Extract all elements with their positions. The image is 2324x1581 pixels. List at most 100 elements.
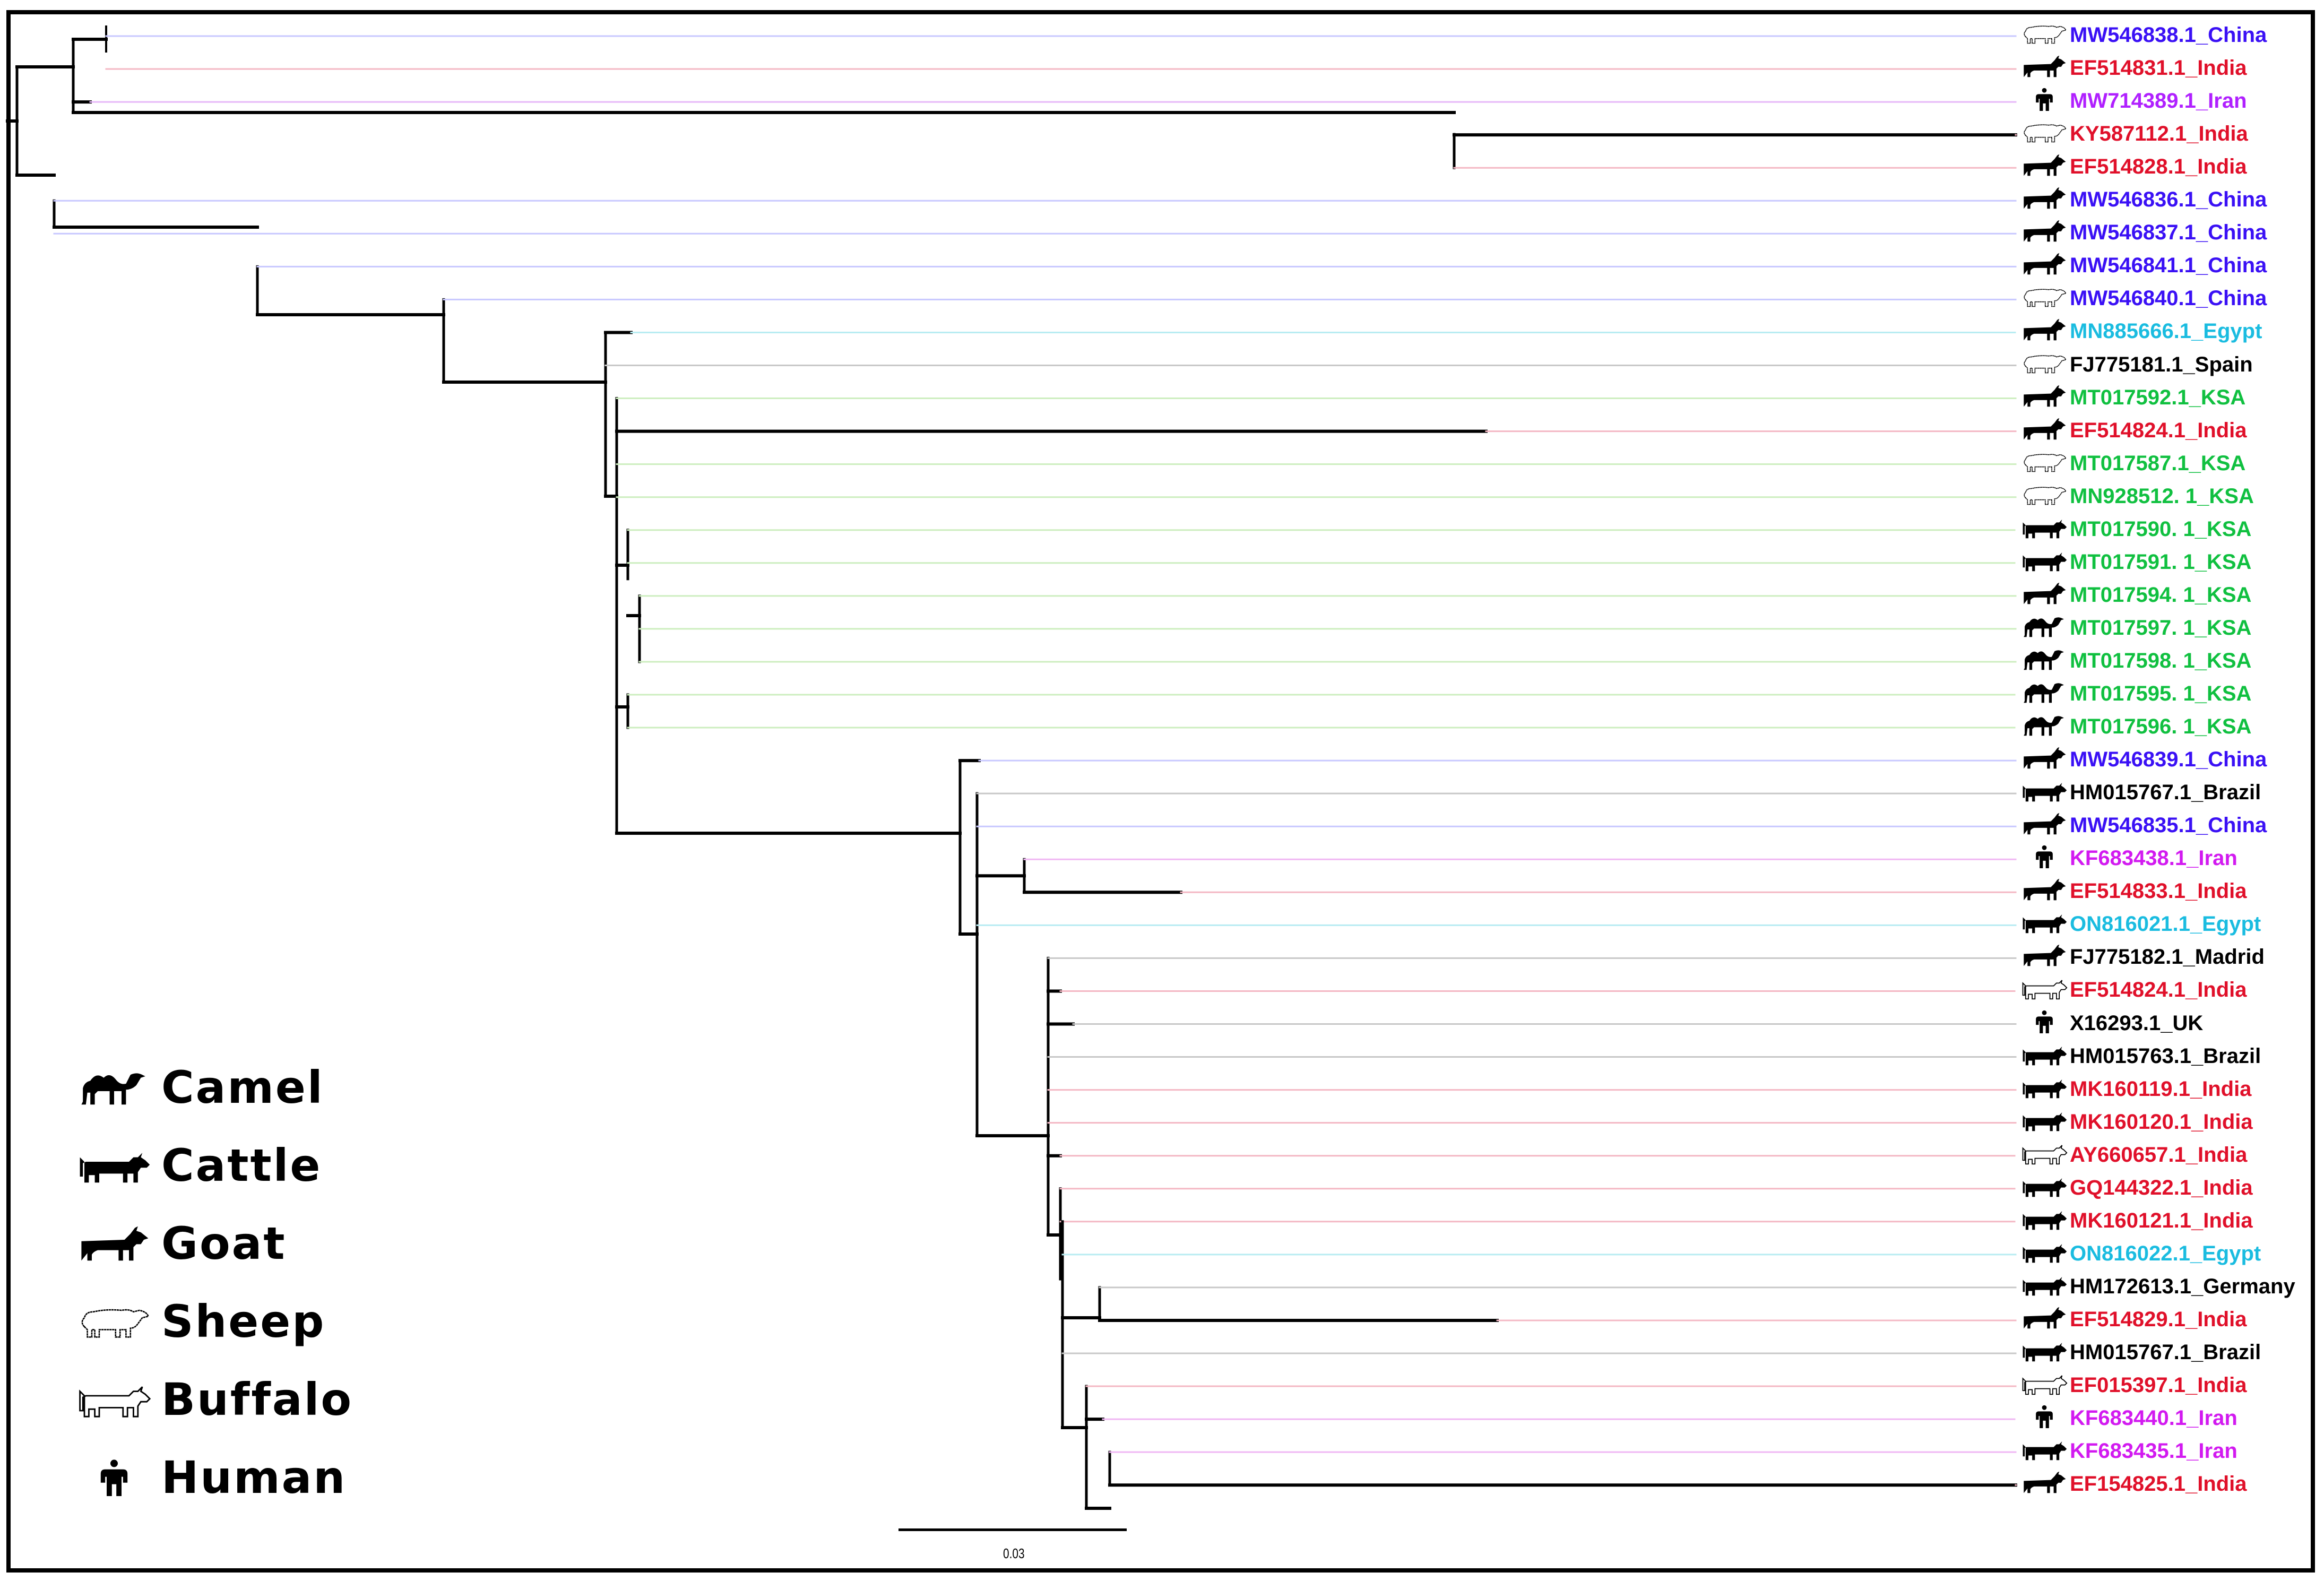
human-icon [2021, 86, 2068, 113]
cattle-icon [74, 1147, 154, 1184]
leaf-label: KF683440.1_Iran [2070, 1406, 2237, 1430]
goat-icon [2021, 383, 2068, 409]
leaf-label: EF514824.1_India [2070, 978, 2247, 1002]
leaf-label: KF683435.1_Iran [2070, 1439, 2237, 1463]
legend-item-camel: Camel [74, 1048, 353, 1126]
leaf-label: ON816022.1_Egypt [2070, 1241, 2261, 1265]
leaf-label: MW546837.1_China [2070, 221, 2267, 245]
figure-frame [6, 10, 2315, 1573]
goat-icon [2021, 152, 2068, 178]
leaf-label: HM015767.1_Brazil [2070, 1341, 2261, 1364]
goat-icon [2021, 316, 2068, 343]
leaf-label: HM015767.1_Brazil [2070, 781, 2261, 805]
cattle-icon [2021, 909, 2068, 936]
camel-icon [2021, 679, 2068, 705]
leaf-label: KF683438.1_Iran [2070, 846, 2237, 870]
legend-label: Cattle [161, 1139, 322, 1191]
buffalo-icon [2021, 975, 2068, 1001]
cattle-icon [2021, 1436, 2068, 1463]
camel-icon [74, 1069, 154, 1106]
scale-bar-label: 0.03 [1003, 1545, 1025, 1561]
sheep-icon [74, 1303, 154, 1340]
leaf-label: MW546836.1_China [2070, 188, 2267, 212]
leaf-label: MW546838.1_China [2070, 23, 2267, 47]
legend-label: Goat [161, 1217, 287, 1269]
camel-icon [2021, 646, 2068, 672]
leaf-label: EF154825.1_India [2070, 1472, 2247, 1496]
cattle-icon [2021, 1206, 2068, 1232]
cattle-icon [2021, 1173, 2068, 1199]
leaf-label: MK160120.1_India [2070, 1110, 2253, 1134]
leaf-label: EF514833.1_India [2070, 879, 2247, 903]
leaf-label: MT017592.1_KSA [2070, 385, 2246, 409]
goat-icon [2021, 745, 2068, 771]
sheep-icon [2021, 481, 2068, 508]
leaf-label: MT017591. 1_KSA [2070, 550, 2252, 574]
legend-item-buffalo: Buffalo [74, 1360, 353, 1438]
camel-icon [2021, 712, 2068, 738]
buffalo-icon [2021, 1370, 2068, 1397]
cattle-icon [2021, 1041, 2068, 1068]
buffalo-icon [74, 1381, 154, 1418]
goat-icon [2021, 53, 2068, 80]
legend-label: Sheep [161, 1295, 326, 1347]
leaf-label: MK160119.1_India [2070, 1077, 2252, 1101]
cattle-icon [2021, 777, 2068, 804]
cattle-icon [2021, 1337, 2068, 1364]
legend-item-cattle: Cattle [74, 1126, 353, 1204]
leaf-label: KY587112.1_India [2070, 122, 2248, 146]
human-icon [74, 1459, 154, 1496]
leaf-label: MW546835.1_China [2070, 814, 2267, 837]
leaf-label: GQ144322.1_India [2070, 1176, 2253, 1199]
leaf-label: ON816021.1_Egypt [2070, 912, 2261, 936]
goat-icon [2021, 416, 2068, 442]
cattle-icon [2021, 1074, 2068, 1101]
leaf-label: HM015763.1_Brazil [2070, 1044, 2261, 1068]
legend-item-sheep: Sheep [74, 1282, 353, 1360]
goat-icon [2021, 876, 2068, 903]
goat-icon [2021, 810, 2068, 837]
leaf-label: MW546839.1_China [2070, 748, 2267, 772]
leaf-label: EF514831.1_India [2070, 56, 2247, 80]
scale-bar [899, 1528, 1127, 1531]
leaf-label: HM172613.1_Germany [2070, 1274, 2295, 1298]
goat-icon [2021, 580, 2068, 607]
leaf-label: MW714389.1_Iran [2070, 89, 2247, 113]
leaf-label: MT017595. 1_KSA [2070, 682, 2252, 705]
sheep-icon [2021, 350, 2068, 376]
cattle-icon [2021, 1272, 2068, 1298]
goat-icon [2021, 250, 2068, 277]
leaf-label: EF514829.1_India [2070, 1307, 2247, 1331]
leaf-label: AY660657.1_India [2070, 1143, 2248, 1167]
cattle-icon [2021, 514, 2068, 541]
camel-icon [2021, 613, 2068, 640]
cattle-icon [2021, 1239, 2068, 1265]
leaf-label: MT017590. 1_KSA [2070, 517, 2252, 541]
host-legend: Camel Cattle Goat Sheep Buffalo Human [74, 1048, 353, 1516]
goat-icon [2021, 1304, 2068, 1331]
leaf-label: MT017598. 1_KSA [2070, 649, 2252, 672]
sheep-icon [2021, 119, 2068, 145]
leaf-label: MW546841.1_China [2070, 254, 2267, 278]
human-icon [2021, 1008, 2068, 1035]
goat-icon [2021, 185, 2068, 211]
goat-icon [74, 1225, 154, 1262]
leaf-label: FJ775182.1_Madrid [2070, 945, 2265, 969]
leaf-label: EF015397.1_India [2070, 1373, 2247, 1397]
cattle-icon [2021, 1107, 2068, 1134]
goat-icon [2021, 1469, 2068, 1496]
leaf-label: X16293.1_UK [2070, 1011, 2204, 1035]
legend-item-human: Human [74, 1438, 353, 1516]
leaf-label: MN928512. 1_KSA [2070, 484, 2254, 508]
leaf-label: EF514828.1_India [2070, 155, 2247, 179]
sheep-icon [2021, 448, 2068, 475]
leaf-label: MT017594. 1_KSA [2070, 583, 2252, 607]
leaf-label: MK160121.1_India [2070, 1208, 2253, 1232]
legend-label: Camel [161, 1061, 324, 1113]
leaf-label: MT017596. 1_KSA [2070, 715, 2252, 739]
leaf-label: MT017587.1_KSA [2070, 451, 2246, 475]
leaf-label: EF514824.1_India [2070, 418, 2247, 442]
human-icon [2021, 843, 2068, 870]
human-icon [2021, 1403, 2068, 1430]
